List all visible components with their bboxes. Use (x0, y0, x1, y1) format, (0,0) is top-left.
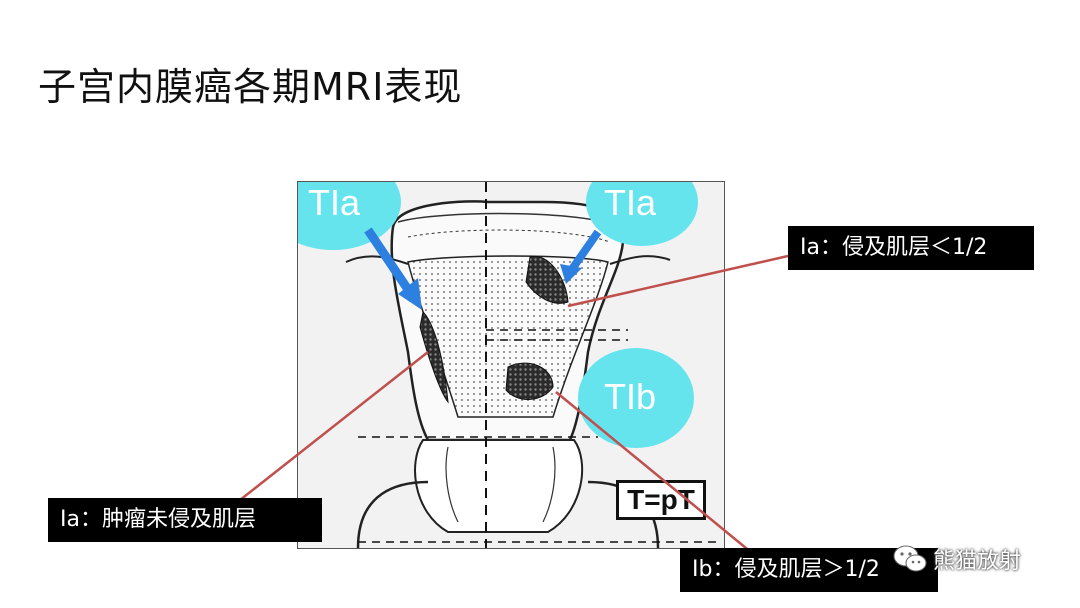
watermark-text: 熊猫放射 (933, 543, 1021, 575)
stage-label-tib: TIb (604, 376, 656, 418)
stage-label-tia-right: TIa (604, 182, 656, 224)
slide-title: 子宫内膜癌各期MRI表现 (38, 56, 462, 111)
cervix (415, 440, 582, 532)
callout-ia-right: Ia：侵及肌层＜1/2 (788, 226, 1034, 270)
stage-label-tia-left: TIa (308, 182, 360, 224)
wechat-icon (893, 545, 927, 573)
uterus-diagram: TIa TIa TIb T=pT (297, 181, 725, 549)
watermark: 熊猫放射 (893, 543, 1021, 575)
tpt-stamp: T=pT (616, 480, 706, 520)
callout-ia-left: Ia：肿瘤未侵及肌层 (48, 498, 322, 542)
